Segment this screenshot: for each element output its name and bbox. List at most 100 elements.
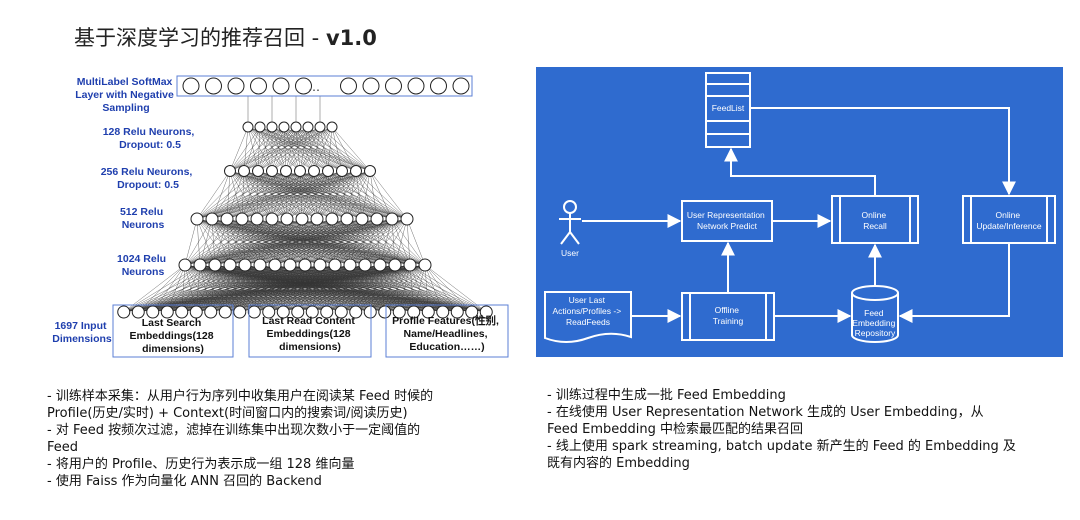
connection-line xyxy=(364,264,371,313)
input-neuron xyxy=(407,305,421,319)
connection-line xyxy=(257,126,321,172)
neuron-512 xyxy=(340,212,354,226)
connection-line xyxy=(196,264,426,313)
neuron-128 xyxy=(326,121,338,133)
connection-line xyxy=(331,126,343,172)
connection-line xyxy=(295,126,301,172)
connection-line xyxy=(370,264,426,313)
layer128-label: 128 Relu Neurons, Dropout: 0.5 xyxy=(103,126,198,151)
connection-line xyxy=(274,264,327,313)
neuron-1024 xyxy=(388,258,402,272)
connection-line xyxy=(181,264,426,313)
connection-line xyxy=(274,264,313,313)
neuron-256 xyxy=(266,165,278,177)
connection-line xyxy=(123,264,366,313)
connection-line xyxy=(394,264,443,313)
connection-line xyxy=(319,264,371,313)
online-update-label: Online Update/Inference xyxy=(976,210,1041,231)
connection-line xyxy=(271,170,329,220)
connection-line xyxy=(229,126,261,172)
softmax-neuron xyxy=(227,77,245,95)
connection-line xyxy=(244,264,269,313)
layer512-label-line1: 512 Relu xyxy=(120,206,163,218)
connection-line xyxy=(331,170,343,220)
connection-line xyxy=(257,170,363,220)
connection-line xyxy=(271,170,318,220)
connection-line xyxy=(319,264,342,313)
network-neurons xyxy=(117,77,493,319)
connection-line xyxy=(341,170,393,220)
connection-line xyxy=(241,170,329,220)
connection-line xyxy=(243,170,363,220)
neuron-512 xyxy=(400,212,414,226)
connection-line xyxy=(214,264,284,313)
connection-line xyxy=(229,264,255,313)
connection-line xyxy=(244,264,284,313)
connection-line xyxy=(341,170,378,220)
connection-line xyxy=(239,264,246,313)
connection-line xyxy=(184,218,243,266)
connection-line xyxy=(243,126,297,172)
softmax-label-line1: MultiLabel SoftMax xyxy=(77,76,173,88)
connection-line xyxy=(257,170,288,220)
connection-line xyxy=(286,170,301,220)
user-label: User xyxy=(561,248,579,258)
connection-line xyxy=(313,170,378,220)
connection-line xyxy=(229,264,298,313)
connection-line xyxy=(299,170,318,220)
connection-line xyxy=(355,170,378,220)
input-neuron xyxy=(146,305,160,319)
connection-line xyxy=(313,170,393,220)
connection-line xyxy=(259,264,269,313)
connection-line xyxy=(259,126,343,172)
layer1024-label-line1: 1024 Relu xyxy=(117,253,166,265)
connection-line xyxy=(319,126,371,172)
connection-line xyxy=(167,264,426,313)
connection-line xyxy=(229,126,273,172)
connection-line xyxy=(256,170,371,220)
connection-line xyxy=(289,218,408,266)
connection-line xyxy=(364,264,414,313)
user-last-line1: User Last xyxy=(569,295,606,305)
connection-line xyxy=(285,126,321,172)
connection-line xyxy=(379,264,414,313)
layer256-label-line2: Dropout: 0.5 xyxy=(117,179,179,191)
connection-line xyxy=(243,126,273,172)
note-right-line: - 在线使用 User Representation Network 生成的 U… xyxy=(547,405,984,420)
connection-line xyxy=(286,170,357,220)
layer1024-label: 1024 Relu Neurons xyxy=(117,253,169,278)
softmax-neuron xyxy=(430,77,447,95)
connection-line xyxy=(399,264,411,313)
connection-line xyxy=(384,264,396,313)
connection-line xyxy=(247,126,287,172)
connection-line xyxy=(283,126,287,172)
connection-line xyxy=(297,264,306,313)
connection-line xyxy=(304,264,342,313)
connection-line xyxy=(229,170,303,220)
neuron-1024 xyxy=(358,258,372,272)
connection-line xyxy=(369,170,378,220)
connection-line xyxy=(196,170,357,220)
connection-line xyxy=(123,264,246,313)
connection-line xyxy=(123,264,186,313)
neuron-512 xyxy=(295,212,309,226)
input-neuron xyxy=(349,305,363,319)
connection-line xyxy=(241,170,301,220)
neuron-128 xyxy=(254,121,266,133)
connection-line xyxy=(259,126,371,172)
connection-line xyxy=(184,218,213,266)
connection-line xyxy=(229,170,363,220)
input-neuron xyxy=(392,305,406,319)
connection-line xyxy=(299,170,363,220)
neuron-256 xyxy=(238,165,250,177)
connection-line xyxy=(259,264,327,313)
connection-line xyxy=(259,126,315,172)
connection-line xyxy=(286,170,315,220)
connection-line xyxy=(394,264,458,313)
connection-line xyxy=(424,264,487,313)
neuron-256 xyxy=(350,165,362,177)
neuron-1024 xyxy=(403,258,417,272)
connection-line xyxy=(196,170,371,220)
connection-line xyxy=(307,126,357,172)
connection-line xyxy=(259,126,301,172)
